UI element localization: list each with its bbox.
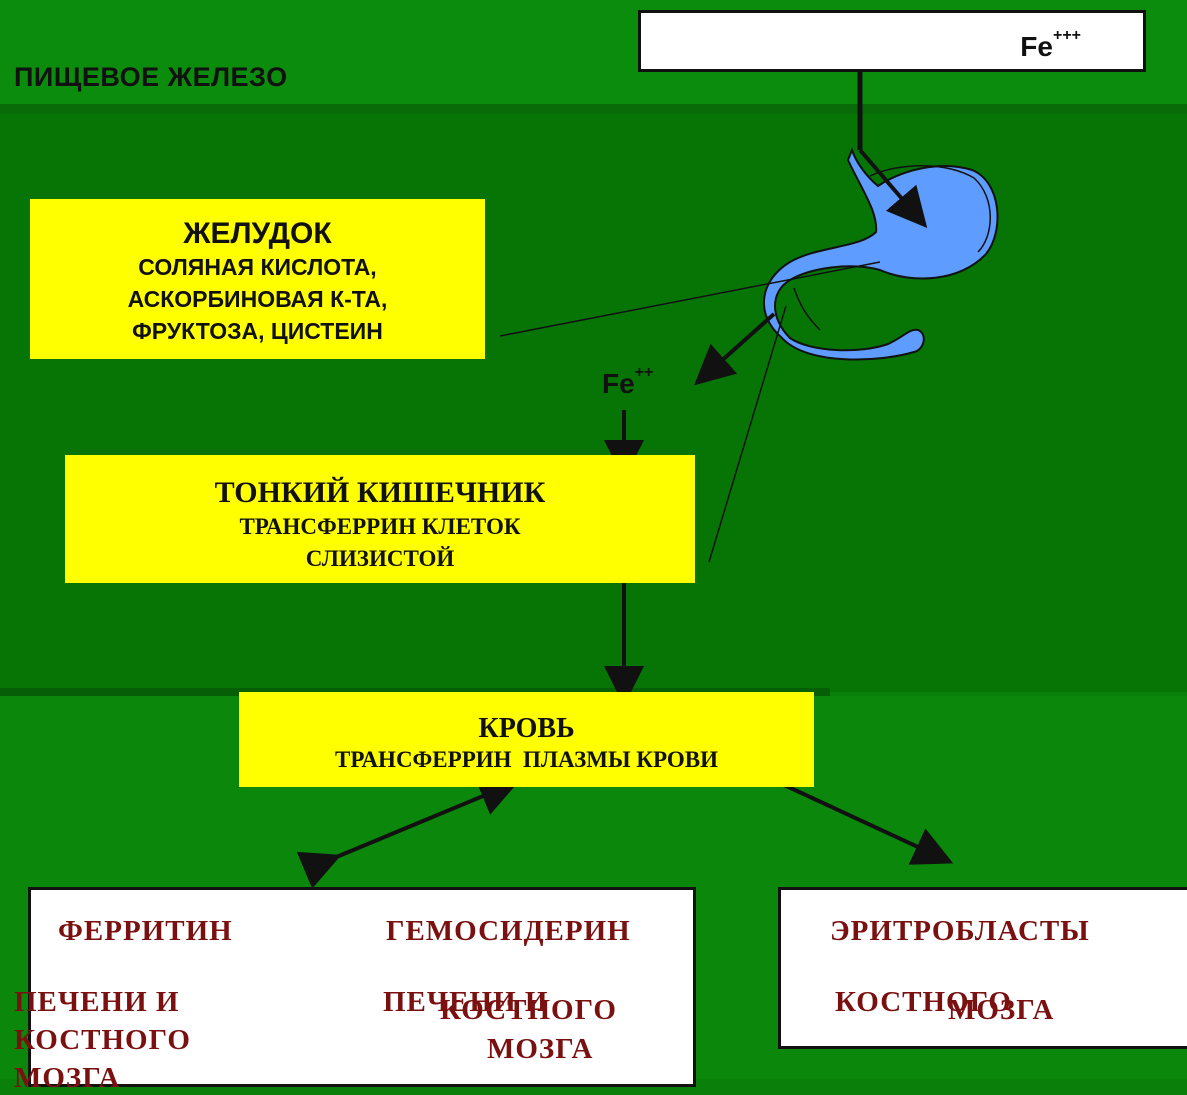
intestine-line: ТРАНСФЕРРИН КЛЕТОК xyxy=(239,514,521,539)
fe2-symbol: Fe xyxy=(602,368,635,399)
storage-box xyxy=(28,887,696,1087)
blood-heading: КРОВЬ xyxy=(478,713,575,744)
bone-marrow-label: КОСТНОГО xyxy=(835,986,1012,1018)
pointer-line xyxy=(499,261,881,337)
stomach-line: СОЛЯНАЯ КИСЛОТА, xyxy=(138,254,377,280)
bone-marrow-label: МОЗГА xyxy=(948,994,1055,1026)
ferritin-label: ФЕРРИТИН xyxy=(58,915,233,947)
stomach-line: АСКОРБИНОВАЯ К-ТА, xyxy=(127,286,388,312)
stomach-outline-inner xyxy=(793,287,821,331)
intestine-line: СЛИЗИСТОЙ xyxy=(305,546,455,571)
fe2-label: Fe++ xyxy=(602,364,653,400)
erythroblasts-box xyxy=(778,887,1187,1049)
liver-label: ПЕЧЕНИ И xyxy=(383,986,549,1018)
fe3-charge: +++ xyxy=(1052,26,1081,44)
stomach-heading: ЖЕЛУДОК xyxy=(183,217,332,250)
stomach-outline-inner xyxy=(869,165,991,253)
arrow-to-erythroblasts xyxy=(781,782,954,865)
arrow-into-stomach xyxy=(858,148,928,229)
dietary-iron-box: Fe+++ xyxy=(638,10,1146,72)
stomach-illustration xyxy=(762,147,999,361)
fe2-charge: ++ xyxy=(634,363,654,381)
marrow-label: КОСТНОГО xyxy=(440,994,617,1026)
fe3-label: Fe+++ xyxy=(1020,27,1081,63)
intestine-heading: ТОНКИЙ КИШЕЧНИК xyxy=(214,476,546,509)
hemosiderin-label: ГЕМОСИДЕРИН xyxy=(386,915,631,947)
page-title: ПИЩЕВОЕ ЖЕЛЕЗО xyxy=(14,62,288,92)
stomach-box: ЖЕЛУДОК СОЛЯНАЯ КИСЛОТА, АСКОРБИНОВАЯ К-… xyxy=(30,199,485,359)
divider-line xyxy=(0,104,1187,114)
blood-box: КРОВЬ ТРАНСФЕРРИН ПЛАЗМЫ КРОВИ xyxy=(239,692,814,787)
liver-marrow-label: КОСТНОГО xyxy=(14,1024,191,1056)
blood-line: ТРАНСФЕРРИН ПЛАЗМЫ КРОВИ xyxy=(335,747,718,772)
fe3-symbol: Fe xyxy=(1020,31,1053,62)
arrow-blood-storage xyxy=(296,777,520,889)
pointer-line xyxy=(708,305,787,563)
liver-marrow-label: ПЕЧЕНИ И xyxy=(14,986,180,1018)
arrow-to-fe2 xyxy=(694,312,776,386)
stomach-line: ФРУКТОЗА, ЦИСТЕИН xyxy=(132,318,383,344)
marrow-label: МОЗГА xyxy=(487,1033,594,1065)
intestine-box: ТОНКИЙ КИШЕЧНИК ТРАНСФЕРРИН КЛЕТОК СЛИЗИ… xyxy=(65,455,695,583)
erythroblasts-label: ЭРИТРОБЛАСТЫ xyxy=(830,915,1090,947)
